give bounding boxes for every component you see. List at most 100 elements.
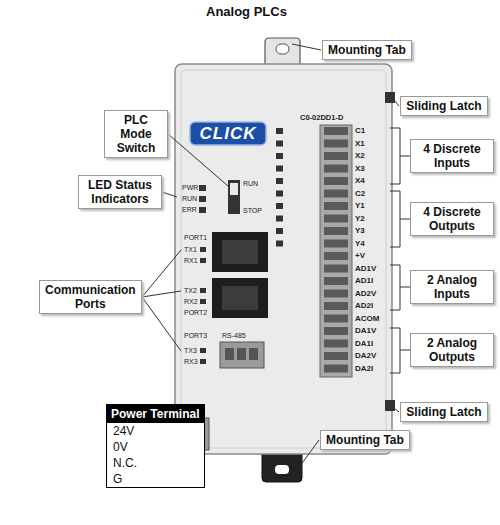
- led-label: RUN: [182, 194, 197, 203]
- terminal-screw: [324, 202, 348, 210]
- terminal-label: AD2I: [355, 301, 373, 311]
- terminal-screw: [324, 302, 348, 310]
- terminal-pin: 24V: [107, 423, 204, 439]
- terminal-label: +V: [355, 251, 365, 261]
- port-label: PORT1: [184, 233, 207, 242]
- io-led: [276, 228, 283, 234]
- port-led: [200, 247, 206, 252]
- led-label: ERR: [182, 205, 197, 214]
- switch-label: RUN: [243, 179, 258, 188]
- diagram-title: Analog PLCs: [206, 4, 287, 19]
- status-led: [199, 185, 206, 191]
- terminal-label: X2: [355, 151, 365, 161]
- port-label: TX3: [184, 346, 197, 355]
- callout-box: 4 Discrete Outputs: [410, 202, 494, 236]
- callout-box: Mounting Tab: [322, 40, 412, 60]
- io-led: [276, 153, 283, 159]
- io-led: [276, 241, 283, 247]
- terminal-label: AD1V: [355, 264, 376, 274]
- callout-box: 4 Discrete Inputs: [410, 139, 494, 173]
- io-led: [276, 203, 283, 209]
- housing-edge: [181, 70, 386, 448]
- callout-text: PLC Mode Switch: [110, 113, 162, 155]
- terminal-screw: [324, 165, 348, 173]
- power-terminal-box: Power Terminal24V0VN.C.G: [106, 404, 205, 488]
- callout-text: 2 Analog Inputs: [416, 273, 488, 301]
- terminal-screw: [324, 352, 348, 360]
- callout-text: Sliding Latch: [406, 405, 482, 419]
- terminal-label: Y2: [355, 214, 365, 224]
- port-label: PORT3: [184, 331, 207, 340]
- leader-lines: [142, 44, 410, 466]
- io-led: [276, 191, 283, 197]
- rj45-jack: [212, 232, 268, 272]
- led-label: PWR: [182, 183, 198, 192]
- terminal-pin: N.C.: [107, 455, 204, 471]
- port-led: [200, 359, 206, 364]
- terminal-label: ACOM: [355, 314, 379, 324]
- plc-housing: [175, 64, 392, 454]
- terminal-strip: [320, 125, 352, 377]
- jack-opening: [222, 286, 258, 310]
- terminal-screw: [324, 327, 348, 335]
- terminal-screw: [324, 177, 348, 185]
- terminal-label: Y3: [355, 226, 365, 236]
- mounting-tab: [262, 450, 302, 482]
- callout-text: Mounting Tab: [326, 433, 404, 447]
- port-label: TX1: [184, 245, 197, 254]
- switch-slider: [230, 183, 238, 195]
- terminal-label: AD1I: [355, 276, 373, 286]
- callout-box: 2 Analog Inputs: [410, 270, 494, 304]
- io-led: [276, 128, 283, 134]
- port-led: [200, 288, 206, 293]
- callout-box: PLC Mode Switch: [104, 110, 168, 158]
- mounting-hole: [276, 44, 289, 54]
- terminal-screw: [324, 277, 348, 285]
- connector-slot: [225, 348, 234, 360]
- terminal-screw: [324, 240, 348, 248]
- mounting-hole: [275, 465, 289, 474]
- brand-logo: [190, 122, 266, 145]
- callout-text: Communication Ports: [45, 283, 136, 311]
- io-led: [276, 166, 283, 172]
- terminal-label: X4: [355, 176, 365, 186]
- callout-box: Sliding Latch: [400, 96, 488, 116]
- callout-box: Sliding Latch: [400, 402, 488, 422]
- model-number: C0-02DD1-D: [300, 113, 343, 123]
- terminal-screw: [324, 152, 348, 160]
- terminal-screw: [324, 190, 348, 198]
- terminal-screw: [324, 340, 348, 348]
- io-led: [276, 141, 283, 147]
- callout-box: LED Status Indicators: [78, 175, 162, 209]
- status-led: [199, 207, 206, 213]
- port-label: RX2: [184, 297, 198, 306]
- jack-opening: [222, 240, 258, 264]
- callout-text: 2 Analog Outputs: [416, 336, 488, 364]
- terminal-screw: [324, 315, 348, 323]
- io-led: [276, 216, 283, 222]
- port-label: RX1: [184, 256, 198, 265]
- port-led: [200, 258, 206, 263]
- callout-text: Sliding Latch: [406, 99, 482, 113]
- io-led: [276, 178, 283, 184]
- callout-text: LED Status Indicators: [84, 178, 156, 206]
- terminal-label: DA1I: [355, 339, 373, 349]
- terminal-screw: [324, 215, 348, 223]
- port-label: RX3: [184, 357, 198, 366]
- port-label: TX2: [184, 286, 197, 295]
- callout-box: Mounting Tab: [320, 430, 410, 450]
- rj45-jack: [212, 278, 268, 318]
- terminal-screw: [324, 227, 348, 235]
- terminal-label: X3: [355, 164, 365, 174]
- terminal-label: X1: [355, 139, 365, 149]
- terminal-label: DA2I: [355, 364, 373, 374]
- callout-text: 4 Discrete Outputs: [416, 205, 488, 233]
- terminal-pin: G: [107, 471, 204, 487]
- terminal-label: Y4: [355, 239, 365, 249]
- terminal-label: C2: [355, 189, 365, 199]
- terminal-pin: 0V: [107, 439, 204, 455]
- terminal-screw: [324, 290, 348, 298]
- terminal-screw: [324, 127, 348, 135]
- callout-text: Mounting Tab: [328, 43, 406, 57]
